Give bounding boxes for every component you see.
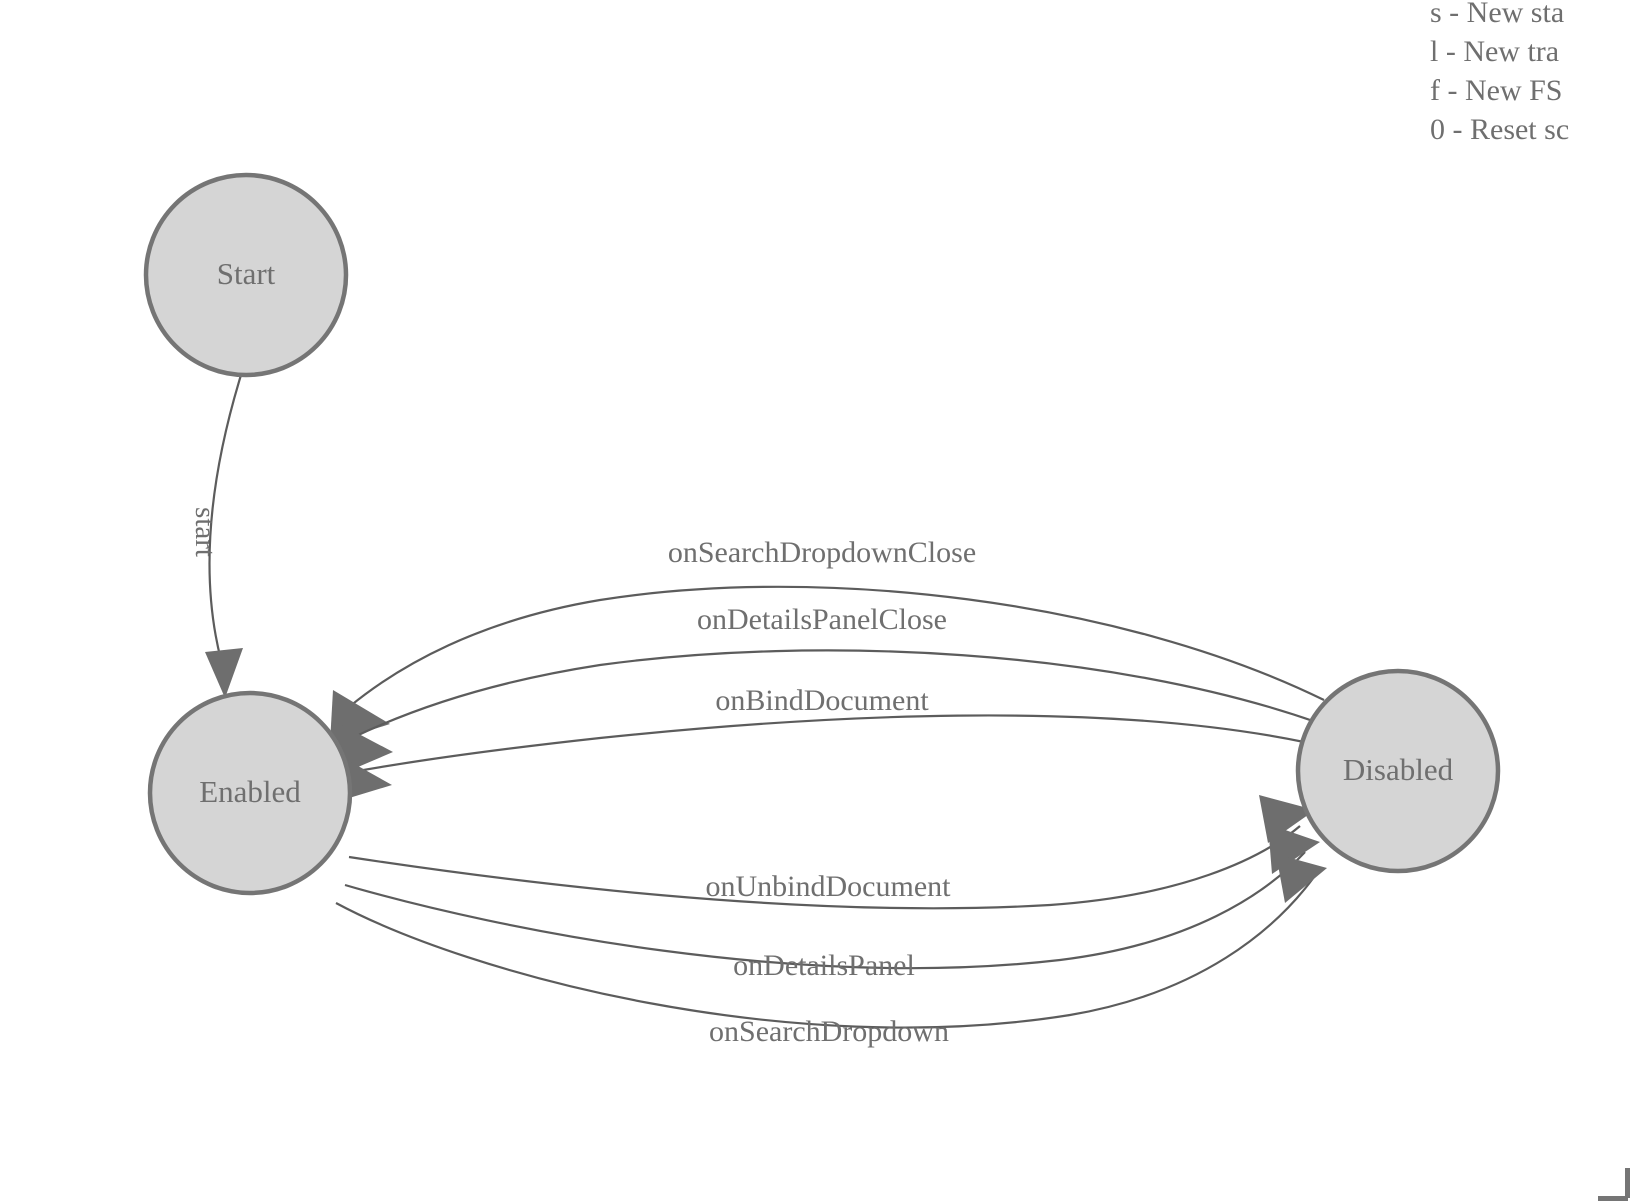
node-disabled-label: Disabled xyxy=(1343,752,1454,787)
arrowhead-icon xyxy=(205,648,243,698)
help-line-new-state: s - New sta xyxy=(1430,0,1564,29)
edge-label-on-bind-document: onBindDocument xyxy=(715,684,929,717)
help-line-reset-scale: 0 - Reset sc xyxy=(1430,113,1569,146)
help-overlay: s - New sta l - New tra f - New FS 0 - R… xyxy=(1430,0,1569,146)
node-enabled[interactable]: Enabled xyxy=(147,690,353,896)
node-start-circle[interactable] xyxy=(143,172,349,378)
edge-path[interactable] xyxy=(348,825,1301,910)
edge-label-on-unbind-document: onUnbindDocument xyxy=(706,870,952,903)
help-line-new-transition: l - New tra xyxy=(1430,35,1559,68)
edge-label-on-details-panel-close: onDetailsPanelClose xyxy=(697,603,947,636)
edge-disabled-to-enabled-bind[interactable] xyxy=(336,714,1305,802)
edge-label-on-search-dropdown-close: onSearchDropdownClose xyxy=(668,536,976,569)
help-line-new-fsm: f - New FS xyxy=(1430,74,1563,107)
edge-path[interactable] xyxy=(351,649,1317,739)
edge-label-on-details-panel: onDetailsPanel xyxy=(733,949,915,982)
edge-path[interactable] xyxy=(351,714,1305,774)
node-group: Start Enabled Disabled xyxy=(143,172,1501,896)
node-disabled[interactable]: Disabled xyxy=(1295,668,1501,874)
node-disabled-circle[interactable] xyxy=(1295,668,1501,874)
edge-start-to-enabled[interactable] xyxy=(205,374,243,698)
node-enabled-label: Enabled xyxy=(199,774,301,809)
edge-path[interactable] xyxy=(335,876,1315,1029)
edge-label-on-search-dropdown: onSearchDropdown xyxy=(709,1015,949,1048)
edge-path[interactable] xyxy=(348,585,1325,708)
horizontal-scrollbar[interactable] xyxy=(1598,1196,1628,1201)
node-start-label: Start xyxy=(217,256,276,291)
edge-group xyxy=(205,374,1327,1029)
edge-path[interactable] xyxy=(344,851,1306,970)
edge-enabled-to-disabled-search[interactable] xyxy=(335,854,1327,1029)
node-start[interactable]: Start xyxy=(143,172,349,378)
vertical-scrollbar[interactable] xyxy=(1625,1168,1630,1198)
node-enabled-circle[interactable] xyxy=(147,690,353,896)
arrowhead-icon xyxy=(1276,854,1327,903)
edge-path[interactable] xyxy=(208,374,243,661)
edge-label-group: start onSearchDropdownClose onDetailsPan… xyxy=(189,507,976,1048)
edge-label-start: start xyxy=(189,507,221,557)
